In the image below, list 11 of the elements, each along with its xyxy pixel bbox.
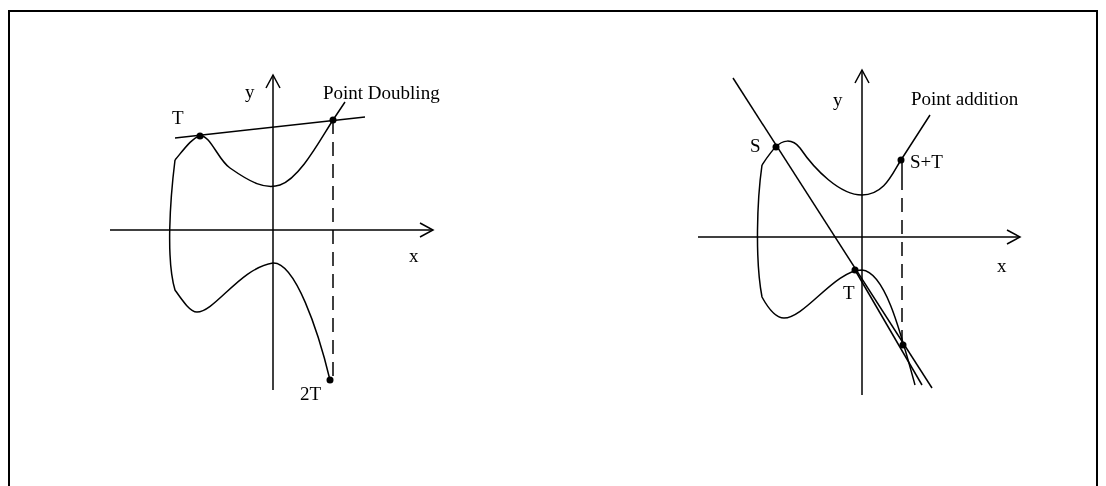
- axis-or-point-label: 2T: [300, 384, 322, 403]
- axis-or-point-label: x: [997, 256, 1007, 275]
- axis-or-point-label: x: [409, 246, 419, 265]
- axis-or-point-label: y: [245, 82, 255, 101]
- axis-or-point-label: S: [750, 136, 761, 155]
- axis-or-point-label: Point Doubling: [323, 83, 440, 102]
- axis-or-point-label: T: [172, 108, 184, 127]
- axis-or-point-label: y: [833, 90, 843, 109]
- axis-or-point-label: T: [843, 283, 855, 302]
- axis-or-point-label: S+T: [910, 152, 943, 171]
- axis-or-point-label: Point addition: [911, 89, 1019, 108]
